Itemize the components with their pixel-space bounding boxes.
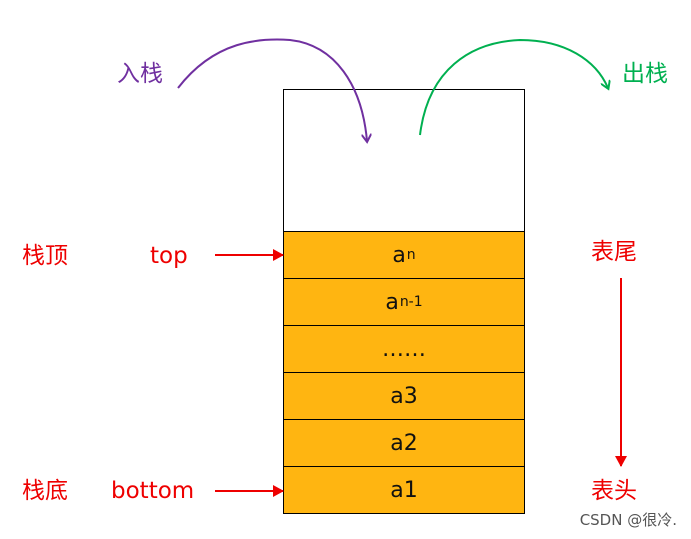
watermark: CSDN @很冷.	[579, 511, 677, 529]
cell-an-subscript: n	[406, 247, 416, 263]
stack-top-label: 栈顶	[22, 243, 68, 269]
cell-an-1-base: a	[385, 289, 399, 315]
stack-cell-a2: a2	[283, 419, 525, 467]
cell-a2-text: a2	[390, 430, 418, 456]
bottom-pointer-label: bottom	[111, 478, 195, 504]
cell-an-1-subscript: n-1	[399, 294, 423, 310]
cell-an-base: a	[392, 242, 406, 268]
stack-cell-a1: a1	[283, 466, 525, 514]
pop-label: 出栈	[622, 61, 668, 87]
cell-a3-text: a3	[390, 383, 418, 409]
table-tail-label: 表尾	[591, 239, 637, 265]
stack-bottom-label: 栈底	[22, 478, 68, 504]
push-label: 入栈	[117, 61, 163, 87]
stack-cell-a3: a3	[283, 372, 525, 420]
table-head-label: 表头	[591, 478, 637, 504]
cell-ellipsis-text: ……	[382, 336, 426, 362]
stack-cell-ellipsis: ……	[283, 325, 525, 373]
push-arrow	[177, 38, 367, 141]
top-pointer-label: top	[150, 243, 188, 269]
cell-a1-text: a1	[390, 477, 418, 503]
pop-arrow	[419, 38, 608, 136]
